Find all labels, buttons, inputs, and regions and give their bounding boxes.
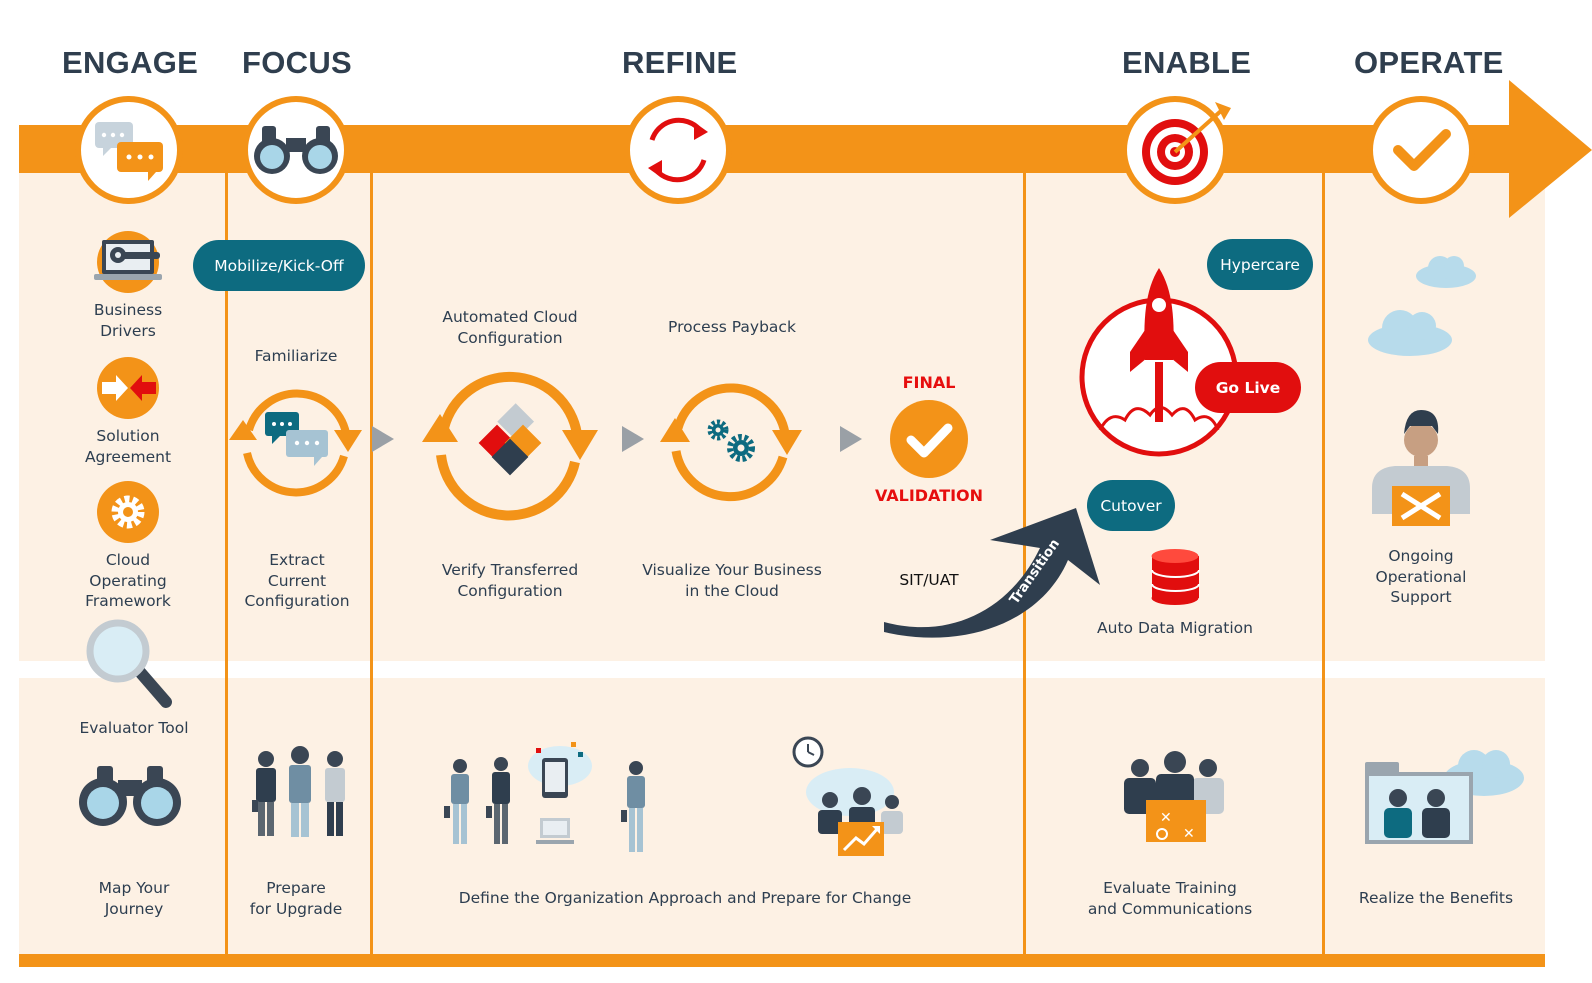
benefits-folder-icon: [1365, 750, 1524, 844]
gear-icon: [97, 481, 159, 543]
database-icon: [1151, 549, 1200, 605]
ongoing-support-label: Ongoing Operational Support: [1375, 547, 1467, 606]
phase-title-focus: FOCUS: [242, 45, 352, 80]
process-payback-label: Process Payback: [668, 318, 796, 336]
mobilize-kickoff-badge: Mobilize/Kick-Off: [193, 240, 365, 291]
cutover-badge: Cutover: [1087, 480, 1175, 531]
familiarize-cycle-icon: [229, 389, 362, 497]
laptop-wrench-icon: [94, 231, 162, 293]
phase-title-refine: REFINE: [622, 45, 738, 80]
puzzle-icon: [478, 403, 542, 476]
team-growth-icon: [792, 736, 903, 856]
map-your-journey-label: Map Your Journey: [98, 879, 170, 918]
flow-arrow-icon: [840, 426, 862, 452]
divider: [1023, 170, 1026, 954]
payback-cycle-icon: [660, 383, 802, 502]
people-group-icon: [252, 746, 345, 837]
extract-configuration-label: Extract Current Configuration: [244, 551, 350, 610]
phase-title-operate: OPERATE: [1354, 45, 1504, 80]
cloud-operating-framework-label: Cloud Operating Framework: [85, 551, 171, 610]
visualize-business-label: Visualize Your Business in the Cloud: [642, 561, 822, 600]
familiarize-label: Familiarize: [254, 347, 338, 365]
cloud-devices-icon: [528, 742, 592, 844]
flow-arrow-icon: [622, 426, 644, 452]
binoculars-icon: [242, 96, 350, 204]
binoculars-icon: [79, 766, 181, 826]
phase-title-enable: ENABLE: [1122, 45, 1252, 80]
bottom-bar: [19, 954, 1545, 967]
final-label: FINAL: [902, 373, 956, 392]
target-icon: [1121, 96, 1231, 204]
sit-uat-label: SIT/UAT: [899, 571, 959, 589]
divider: [225, 170, 228, 954]
configuration-cycle-icon: [422, 371, 598, 521]
gears-icon: [707, 419, 755, 462]
evaluate-training-label: Evaluate Training and Communications: [1087, 879, 1253, 918]
prepare-upgrade-label: Prepare for Upgrade: [249, 879, 343, 918]
go-live-badge: Go Live: [1195, 362, 1301, 413]
divider: [370, 170, 373, 954]
organization-approach-label: Define the Organization Approach and Pre…: [458, 889, 912, 907]
cloud-icon: [1368, 310, 1452, 356]
exchange-arrows-icon: [97, 357, 159, 419]
change-people-icon: [444, 742, 645, 852]
evaluator-tool-label: Evaluator Tool: [79, 719, 189, 737]
support-person-icon: [1372, 410, 1470, 526]
automated-cloud-configuration-label: Automated Cloud Configuration: [442, 308, 578, 347]
verify-transferred-label: Verify Transferred Configuration: [441, 561, 579, 600]
flow-arrow-icon: [372, 426, 394, 452]
chat-bubbles-icon: [75, 96, 183, 204]
hypercare-badge: Hypercare: [1207, 239, 1313, 290]
svg-text:✕: ✕: [1183, 826, 1195, 842]
validation-check-icon: [890, 400, 968, 478]
refresh-icon: [624, 96, 732, 204]
magnifier-icon: [86, 619, 172, 708]
business-drivers-label: Business Drivers: [93, 301, 163, 340]
auto-data-migration-label: Auto Data Migration: [1097, 619, 1253, 637]
realize-benefits-label: Realize the Benefits: [1358, 889, 1514, 907]
divider: [1322, 170, 1325, 954]
checkmark-icon: [1367, 96, 1475, 204]
training-team-icon: ✕ ✕: [1124, 751, 1224, 842]
validation-label: VALIDATION: [874, 486, 984, 505]
solution-agreement-label: Solution Agreement: [84, 427, 172, 466]
phase-title-engage: ENGAGE: [62, 45, 199, 80]
cloud-icon: [1416, 256, 1476, 288]
svg-text:✕: ✕: [1160, 810, 1172, 826]
